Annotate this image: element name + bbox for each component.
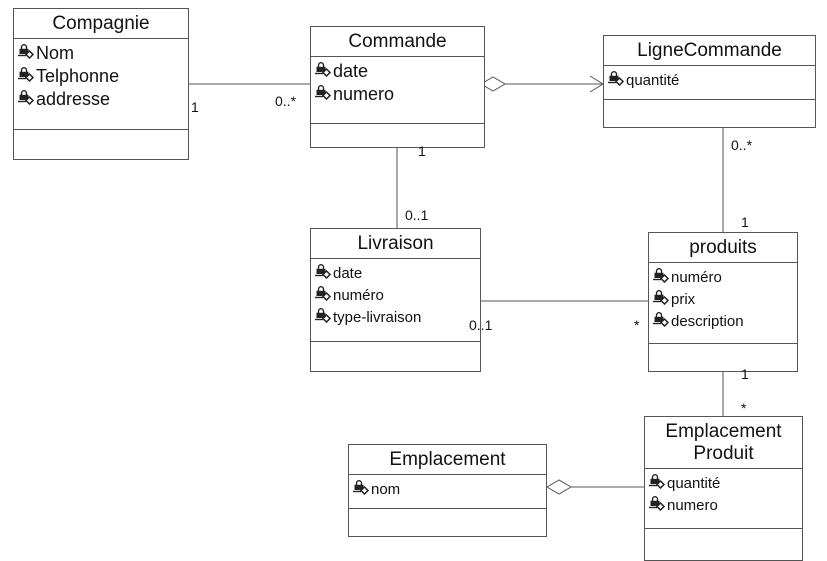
class-emplacement-name: Emplacement: [349, 445, 546, 475]
class-emplacement[interactable]: Emplacement nom: [348, 444, 547, 537]
attribute-name: numero: [667, 496, 718, 514]
class-livraison-attributes: date numéro type-livraison: [311, 259, 480, 342]
attribute-row: quantité: [607, 69, 812, 91]
multiplicity-label: 0..*: [275, 93, 297, 109]
attribute-name: numéro: [333, 286, 384, 304]
class-commande-attributes: date numero: [311, 57, 484, 124]
class-ligne-commande-name: LigneCommande: [604, 36, 815, 66]
class-name-line: Produit: [693, 443, 754, 464]
class-produits[interactable]: produits numéro prix description: [648, 232, 798, 372]
multiplicity-label: 0..*: [731, 137, 753, 153]
class-emplacement-produit-name: Emplacement Produit: [645, 417, 802, 469]
attribute-key-icon: [17, 66, 35, 87]
attribute-row: numéro: [652, 266, 794, 288]
class-name-line: Emplacement: [665, 421, 782, 442]
multiplicity-label: 1: [741, 366, 749, 382]
attribute-key-icon: [652, 289, 670, 309]
class-emplacement-attributes: nom: [349, 475, 546, 509]
attribute-key-icon: [648, 473, 666, 493]
attribute-name: addresse: [36, 89, 111, 109]
class-livraison[interactable]: Livraison date numéro type-livraison: [310, 228, 481, 372]
attribute-name: numéro: [671, 268, 722, 286]
attribute-key-icon: [352, 479, 370, 499]
class-commande-name: Commande: [311, 27, 484, 57]
attribute-row: nom: [352, 478, 543, 500]
attribute-name: Nom: [36, 43, 75, 63]
attribute-key-icon: [652, 267, 670, 287]
attribute-key-icon: [648, 495, 666, 515]
attribute-row: numéro: [314, 284, 477, 306]
attribute-name: quantité: [626, 71, 680, 89]
attribute-row: type-livraison: [314, 306, 477, 328]
attribute-name: description: [671, 312, 744, 330]
class-compagnie-name: Compagnie: [14, 9, 188, 39]
multiplicity-label: *: [741, 400, 747, 416]
attribute-key-icon: [17, 89, 35, 110]
attribute-key-icon: [314, 285, 332, 305]
class-compagnie[interactable]: Compagnie Nom Telphonne addresse: [13, 8, 189, 160]
aggregation-diamond-commande: [480, 76, 506, 92]
attribute-key-icon: [314, 84, 332, 105]
attribute-name: numero: [333, 84, 395, 104]
attribute-row: numero: [314, 83, 481, 106]
attribute-key-icon: [314, 263, 332, 283]
attribute-name: type-livraison: [333, 308, 422, 326]
attribute-name: quantité: [667, 474, 721, 492]
attribute-row: numero: [648, 494, 799, 516]
multiplicity-label: 0..1: [469, 317, 493, 333]
multiplicity-label: 1: [418, 143, 426, 159]
class-ligne-commande-attributes: quantité: [604, 66, 815, 100]
class-commande[interactable]: Commande date numero: [310, 26, 485, 148]
attribute-row: date: [314, 262, 477, 284]
attribute-name: date: [333, 264, 363, 282]
attribute-row: Nom: [17, 42, 185, 65]
aggregation-diamond-emplacement: [546, 479, 572, 495]
attribute-row: addresse: [17, 88, 185, 111]
attribute-name: date: [333, 61, 369, 81]
multiplicity-label: 1: [191, 99, 199, 115]
class-ligne-commande[interactable]: LigneCommande quantité: [603, 35, 816, 128]
attribute-name: Telphonne: [36, 66, 120, 86]
attribute-key-icon: [607, 70, 625, 90]
attribute-key-icon: [652, 311, 670, 331]
attribute-row: description: [652, 310, 794, 332]
attribute-key-icon: [17, 43, 35, 64]
attribute-key-icon: [314, 61, 332, 82]
attribute-row: date: [314, 60, 481, 83]
attribute-row: prix: [652, 288, 794, 310]
class-livraison-name: Livraison: [311, 229, 480, 259]
class-emplacement-produit-attributes: quantité numero: [645, 469, 802, 529]
class-emplacement-produit[interactable]: Emplacement Produit quantité numero: [644, 416, 803, 561]
class-compagnie-attributes: Nom Telphonne addresse: [14, 39, 188, 130]
class-produits-name: produits: [649, 233, 797, 263]
attribute-name: nom: [371, 480, 401, 498]
multiplicity-label: *: [634, 317, 640, 333]
multiplicity-label: 1: [741, 214, 749, 230]
attribute-row: quantité: [648, 472, 799, 494]
class-produits-attributes: numéro prix description: [649, 263, 797, 344]
attribute-name: prix: [671, 290, 696, 308]
multiplicity-label: 0..1: [405, 207, 429, 223]
attribute-key-icon: [314, 307, 332, 327]
attribute-row: Telphonne: [17, 65, 185, 88]
